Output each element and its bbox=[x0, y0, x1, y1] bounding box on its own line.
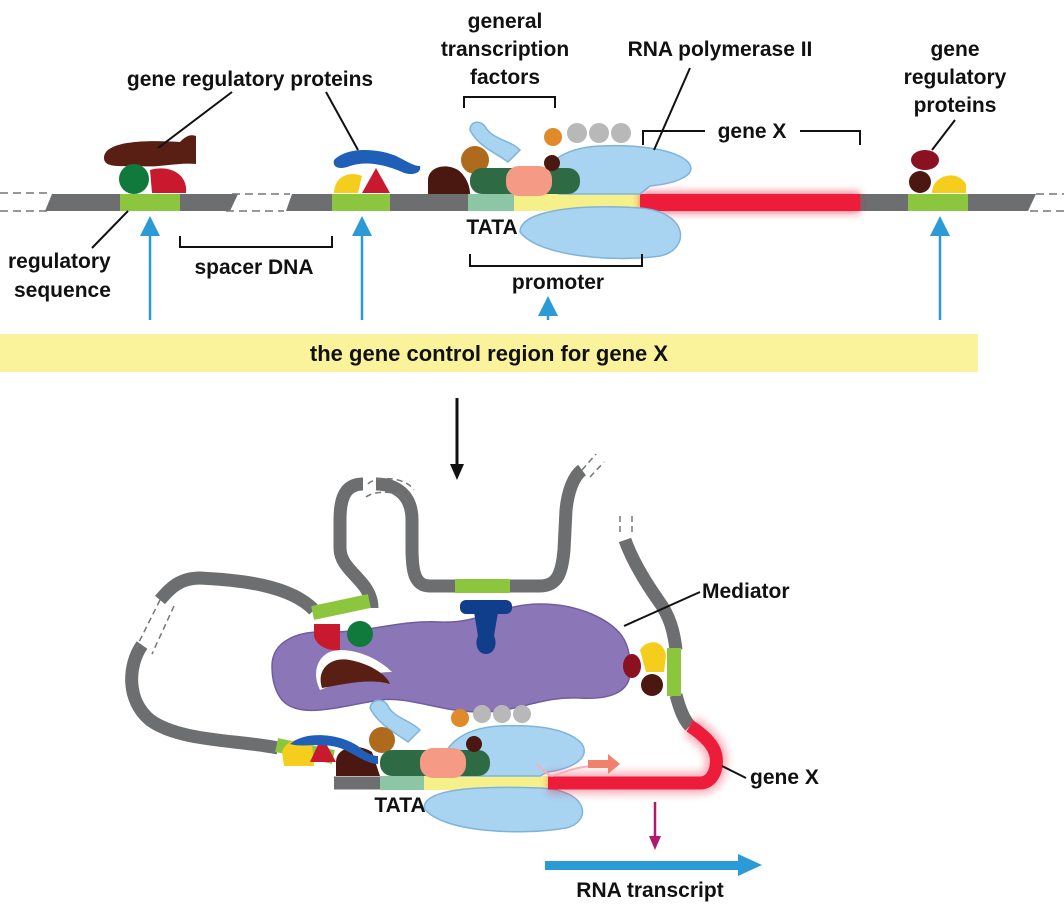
regulatory-site-3 bbox=[908, 194, 968, 211]
label-promoter: promoter bbox=[512, 271, 604, 294]
transcription-machinery-bottom bbox=[282, 699, 585, 833]
transition-arrow bbox=[450, 398, 464, 480]
label-gene-x-top: gene X bbox=[718, 120, 787, 143]
regulatory-protein-bottom-right bbox=[623, 640, 666, 696]
transcription-machinery-top bbox=[428, 121, 692, 260]
label-rna-transcript: RNA transcript bbox=[576, 879, 723, 902]
label-general-tf-2: transcription bbox=[441, 38, 569, 61]
gene-control-region-banner bbox=[0, 334, 978, 372]
mediator-bound-blue-protein bbox=[460, 600, 512, 654]
dna-break-marks-bottom bbox=[135, 453, 633, 655]
looped-dna bbox=[125, 464, 695, 790]
label-rna-polymerase-ii: RNA polymerase II bbox=[628, 38, 813, 61]
label-regulatory-sequence-1: regulatory bbox=[8, 250, 111, 273]
label-regulatory-sequence-2: sequence bbox=[14, 279, 111, 302]
regulatory-site-left-loop bbox=[311, 594, 371, 620]
gene-x-segment-bottom bbox=[535, 716, 728, 794]
label-tata-top: TATA bbox=[466, 216, 517, 239]
label-general-tf-3: factors bbox=[470, 66, 540, 89]
rna-transcript-arrow bbox=[545, 854, 762, 876]
label-gene-regulatory-proteins-left: gene regulatory proteins bbox=[127, 68, 373, 91]
gene-x-segment-top bbox=[640, 192, 860, 213]
regulatory-protein-1 bbox=[104, 135, 196, 194]
regulatory-site-1 bbox=[120, 194, 180, 211]
label-gene-x-bottom: gene X bbox=[750, 766, 819, 789]
label-gene-regulatory-proteins-right-3: proteins bbox=[914, 94, 997, 117]
label-mediator: Mediator bbox=[702, 580, 790, 603]
label-gene-regulatory-proteins-right-2: regulatory bbox=[904, 66, 1007, 89]
regulatory-site-2 bbox=[332, 194, 390, 211]
regulatory-site-top-loop bbox=[455, 579, 510, 593]
regulatory-protein-3 bbox=[909, 150, 966, 193]
label-general-tf-1: general bbox=[468, 10, 543, 33]
regulatory-protein-2 bbox=[333, 149, 421, 193]
transcription-down-arrow bbox=[649, 802, 661, 850]
control-region-arrows bbox=[140, 216, 950, 320]
banner-text: the gene control region for gene X bbox=[310, 341, 668, 366]
label-spacer-dna: spacer DNA bbox=[194, 256, 313, 279]
regulatory-protein-bottom-left bbox=[320, 659, 390, 688]
tata-box-top bbox=[468, 194, 514, 211]
label-tata-bottom: TATA bbox=[374, 794, 425, 817]
regulatory-site-right-loop bbox=[667, 648, 681, 696]
label-gene-regulatory-proteins-right-1: gene bbox=[930, 38, 979, 61]
